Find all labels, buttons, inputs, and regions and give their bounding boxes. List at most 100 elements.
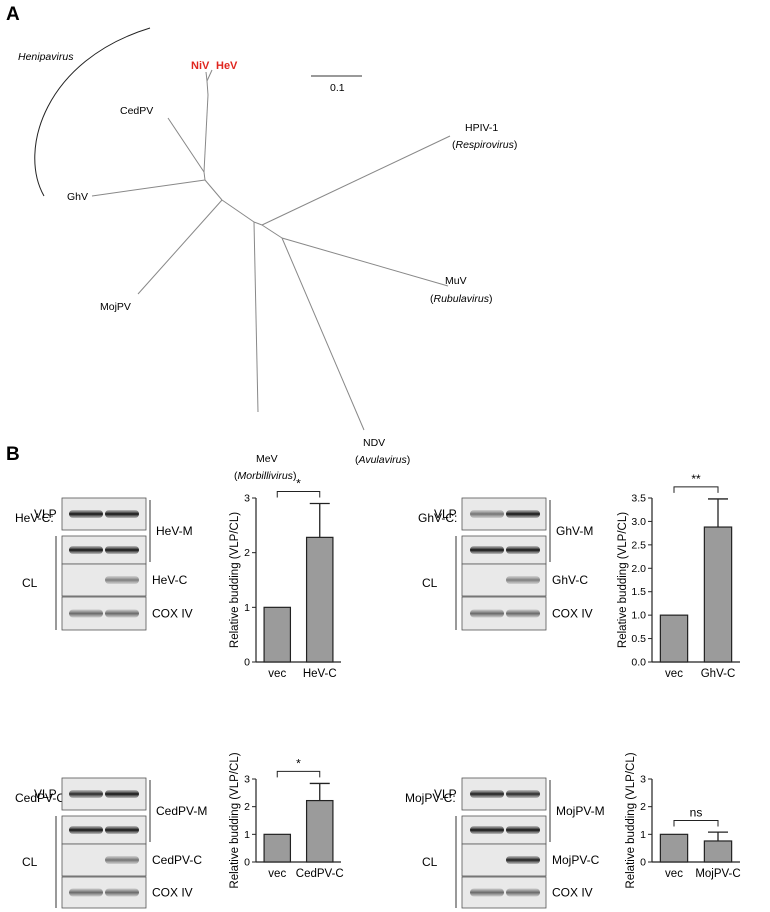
taxon-hpiv1: HPIV-1 <box>465 122 498 134</box>
taxon-mev: MeV <box>256 453 278 465</box>
bar <box>659 833 689 863</box>
blot-band <box>105 790 139 798</box>
panel-a-letter: A <box>6 4 20 25</box>
cl-label: CL <box>22 855 38 869</box>
scale-bar-label: 0.1 <box>330 82 345 94</box>
blot-band <box>105 609 139 618</box>
cox-iv-label: COX IV <box>552 886 593 900</box>
y-tick-label: 0.5 <box>631 633 646 645</box>
x-tick-label: vec <box>665 668 683 680</box>
x-tick-label: CedPV-C <box>296 868 344 880</box>
bar <box>703 526 733 663</box>
blot-band <box>506 856 540 864</box>
vlp-label: VLP <box>434 507 457 521</box>
m-protein-label: MojPV-M <box>556 804 605 818</box>
bar <box>305 799 334 863</box>
y-tick-label: 1 <box>244 829 250 841</box>
blot-band <box>506 888 540 897</box>
y-tick-label: 0.0 <box>631 657 646 669</box>
vlp-label: VLP <box>434 787 457 801</box>
blot-band <box>105 856 139 864</box>
x-tick-label: HeV-C <box>303 668 337 680</box>
bar <box>263 606 292 663</box>
m-protein-label: HeV-M <box>156 524 193 538</box>
blot-band <box>506 790 540 798</box>
taxon-ndv-genus-name: Avulavirus <box>358 454 408 466</box>
taxon-hpiv1-genus-name: Respirovirus <box>456 139 515 151</box>
x-tick-label: vec <box>268 868 286 880</box>
y-axis-label: Relative budding (VLP/CL) <box>229 512 241 648</box>
blot-band <box>470 790 504 798</box>
blot-band <box>506 826 540 834</box>
blot-band <box>470 546 504 554</box>
clade-label-henipavirus: Henipavirus <box>18 51 74 63</box>
x-tick-label: vec <box>665 868 683 880</box>
branch <box>281 237 449 287</box>
m-protein-label: GhV-M <box>556 524 593 538</box>
bar <box>659 614 689 663</box>
y-axis-label: Relative budding (VLP/CL) <box>229 752 241 888</box>
taxon-niv: NiV <box>191 60 210 72</box>
significance-bracket <box>673 820 719 827</box>
taxon-mev-genus: (Morbillivirus) <box>234 470 296 482</box>
branch <box>167 117 205 173</box>
blot-band <box>69 609 103 618</box>
taxon-muv-genus: (Rubulavirus) <box>430 293 492 305</box>
y-tick-label: 3 <box>244 493 250 505</box>
blot-band <box>506 510 540 518</box>
y-tick-label: 3 <box>244 774 250 786</box>
y-tick-label: 0 <box>244 657 250 669</box>
branch <box>203 171 206 181</box>
taxon-ndv-genus: (Avulavirus) <box>355 454 410 466</box>
taxon-hev: HeV <box>216 60 238 72</box>
y-tick-label: 1 <box>640 829 646 841</box>
x-tick-label: GhV-C <box>701 668 736 680</box>
c-protein-label: GhV-C <box>552 573 588 587</box>
c-protein-label: HeV-C <box>152 573 188 587</box>
significance-bracket <box>276 770 321 778</box>
branch <box>253 221 263 226</box>
branch <box>137 199 223 295</box>
cl-label: CL <box>422 576 438 590</box>
taxon-mojpv: MojPV <box>100 301 131 313</box>
taxon-hpiv1-genus: (Respirovirus) <box>452 139 517 151</box>
branch <box>253 221 259 413</box>
branch <box>204 179 223 201</box>
taxon-ndv: NDV <box>363 437 385 449</box>
cox-iv-label: COX IV <box>152 886 193 900</box>
cox-iv-label: COX IV <box>152 607 193 621</box>
panel-b-letter: B <box>6 444 20 465</box>
y-tick-label: 2 <box>640 801 646 813</box>
blot-condition-label: GhV-C: <box>418 511 457 525</box>
significance-bracket <box>276 490 321 498</box>
blot-band <box>105 546 139 554</box>
significance-label: * <box>296 476 301 490</box>
branch <box>205 71 208 82</box>
significance-label: * <box>296 756 301 770</box>
bar <box>305 536 334 663</box>
branch <box>261 135 451 226</box>
x-tick-label: vec <box>268 668 286 680</box>
blot-band <box>69 546 103 554</box>
blot-band <box>69 510 103 518</box>
y-axis-label: Relative budding (VLP/CL) <box>617 512 629 648</box>
x-tick-label: MojPV-C <box>695 868 740 880</box>
y-tick-label: 1.5 <box>631 586 646 598</box>
taxon-muv: MuV <box>445 275 467 287</box>
branch <box>206 69 213 82</box>
y-tick-label: 2.5 <box>631 539 646 551</box>
significance-bracket <box>673 486 719 493</box>
cl-label: CL <box>422 855 438 869</box>
y-tick-label: 0 <box>640 857 646 869</box>
y-tick-label: 2.0 <box>631 563 646 575</box>
y-tick-label: 3 <box>640 774 646 786</box>
taxon-cedpv: CedPV <box>120 105 153 117</box>
cl-label: CL <box>22 576 38 590</box>
branch <box>206 80 209 96</box>
blot-condition-label: MojPV-C: <box>405 791 456 805</box>
significance-label: ** <box>691 472 701 486</box>
